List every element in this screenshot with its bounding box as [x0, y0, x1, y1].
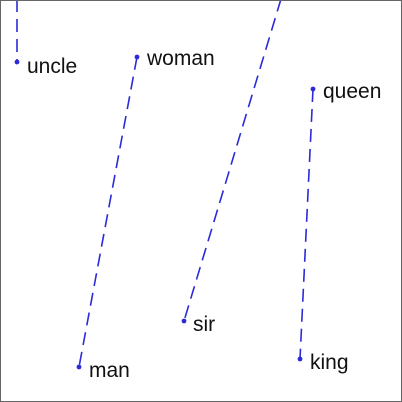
- vector-woman-man: [78, 56, 138, 368]
- label-king: king: [310, 351, 349, 374]
- label-sir: sir: [193, 313, 215, 336]
- point-uncle: [14, 59, 20, 65]
- label-queen: queen: [323, 80, 381, 103]
- point-woman: [134, 54, 140, 60]
- label-uncle: uncle: [27, 55, 77, 78]
- label-man: man: [89, 359, 130, 382]
- vector-sir: [183, 1, 282, 322]
- point-king: [297, 356, 303, 362]
- point-queen: [310, 86, 316, 92]
- point-man: [76, 364, 82, 370]
- point-sir: [181, 318, 187, 324]
- vector-queen-king: [299, 88, 314, 360]
- label-woman: woman: [146, 47, 215, 70]
